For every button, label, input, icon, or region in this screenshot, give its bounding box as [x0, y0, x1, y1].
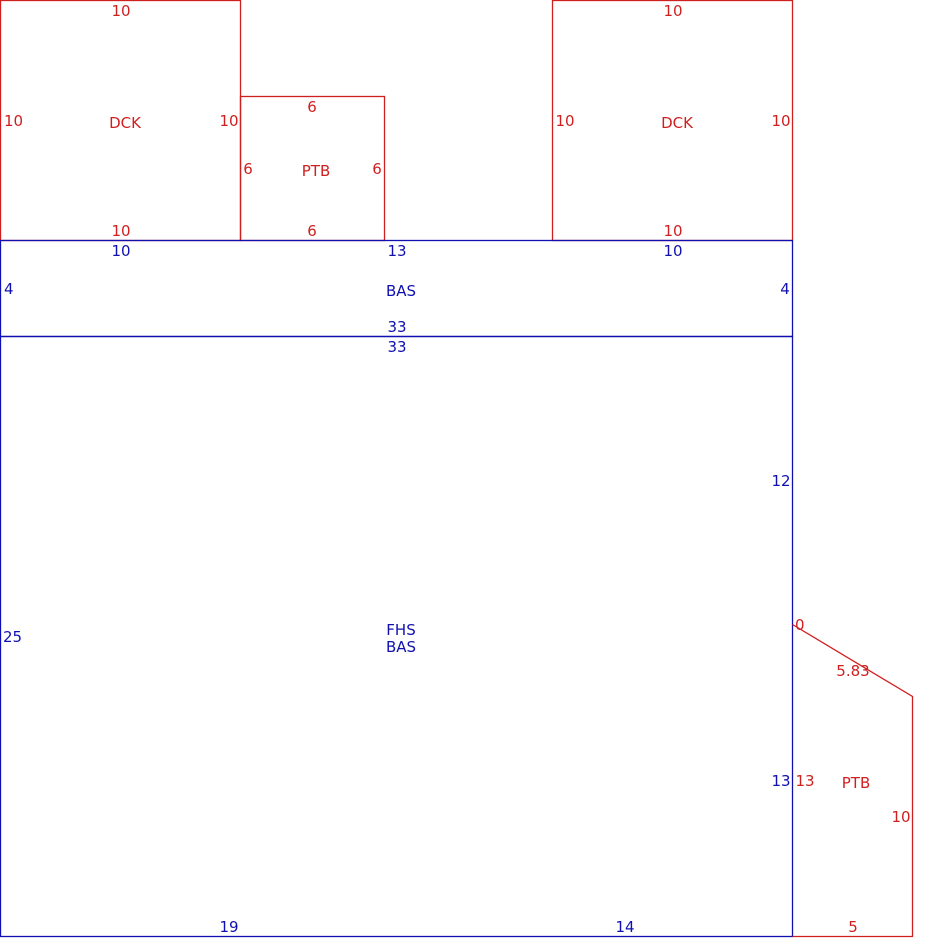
dck-left-bottom-dim: 10	[111, 222, 130, 240]
fhs-bas-bottom-left-dim: 19	[219, 918, 238, 936]
ptb-top-code: PTB	[302, 162, 331, 180]
dck-right-code: DCK	[661, 114, 694, 132]
bas-upper-left-dim: 4	[4, 280, 14, 298]
dck-right-left-dim: 10	[555, 112, 574, 130]
bas-upper-top-left-dim: 10	[111, 242, 130, 260]
bas-upper-bottom-dim: 33	[387, 318, 406, 336]
dck-right-bottom-dim: 10	[663, 222, 682, 240]
dck-left-top-dim: 10	[111, 2, 130, 20]
bas-upper-right-dim: 4	[780, 280, 790, 298]
dck-left-left-dim: 10	[4, 112, 23, 130]
ptb-right-bottom-dim: 5	[848, 918, 858, 936]
dck-right-top-dim: 10	[663, 2, 682, 20]
fhs-bas-left-dim: 25	[3, 628, 22, 646]
bas-upper-top-right-dim: 10	[663, 242, 682, 260]
ptb-right-slope-dim: 5.83	[836, 662, 869, 680]
ptb-right-right-dim: 10	[891, 808, 910, 826]
ptb-right-left-dim: 13	[795, 772, 814, 790]
dck-left-right-dim: 10	[219, 112, 238, 130]
ptb-top-bottom-dim: 6	[307, 222, 317, 240]
fhs-bas-right-upper-dim: 12	[771, 472, 790, 490]
ptb-top-right-dim: 6	[372, 160, 382, 178]
ptb-right-outline	[792, 623, 914, 938]
ptb-right-code: PTB	[842, 774, 871, 792]
ptb-top-top-dim: 6	[307, 98, 317, 116]
fhs-bas-top-dim: 33	[387, 338, 406, 356]
ptb-right-start-dim: 0	[795, 616, 805, 634]
fhs-bas-right-lower-dim: 13	[771, 772, 790, 790]
fhs-bas-code-line2: BAS	[386, 638, 416, 656]
ptb-top-left-dim: 6	[243, 160, 253, 178]
dck-right-right-dim: 10	[771, 112, 790, 130]
bas-upper-top-mid-dim: 13	[387, 242, 406, 260]
dck-left-code: DCK	[109, 114, 142, 132]
fhs-bas-code-line1: FHS	[386, 621, 415, 639]
fhs-bas-outline	[0, 335, 794, 938]
fhs-bas-bottom-right-dim: 14	[615, 918, 634, 936]
bas-upper-code: BAS	[386, 282, 416, 300]
